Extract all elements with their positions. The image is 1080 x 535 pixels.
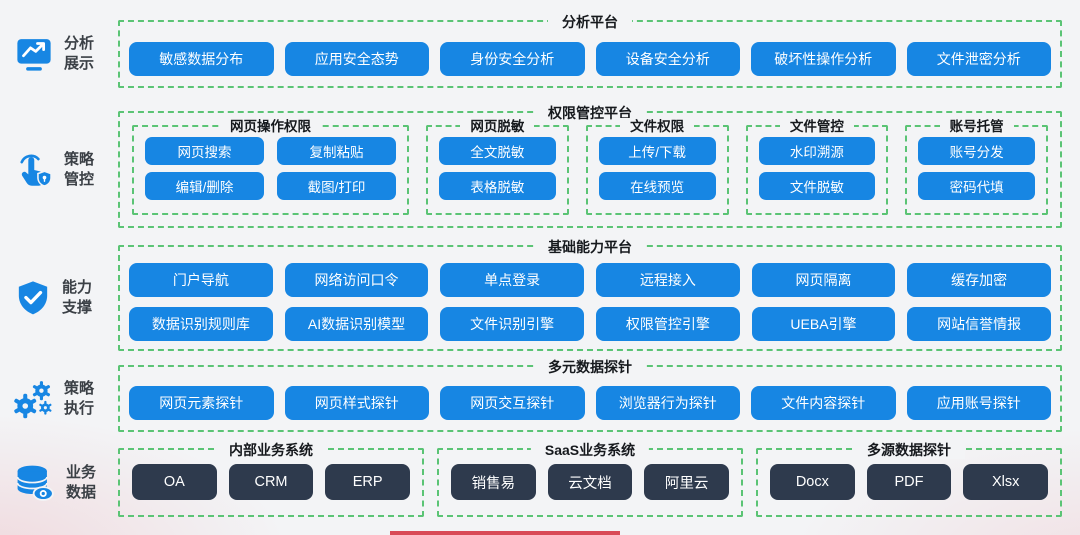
analysis-platform-box: 分析平台 敏感数据分布 应用安全态势 身份安全分析 设备安全分析 破坏性操作分析…: [118, 13, 1062, 88]
block-oa: OA: [132, 464, 217, 500]
block-online-preview: 在线预览: [598, 172, 716, 200]
block-web-element-probe: 网页元素探针: [129, 386, 274, 420]
block-web-isolation: 网页隔离: [751, 263, 896, 297]
sidebar-item-business-data: 业务数据: [0, 448, 118, 517]
sidebar-item-analysis-display: 分析展示: [0, 20, 118, 88]
block-table-masking: 表格脱敏: [439, 172, 556, 200]
analysis-platform-title: 分析平台: [548, 13, 632, 31]
sidebar-label-policy-execution: 策略执行: [64, 379, 95, 417]
group-file-control: 文件管控 水印溯源 文件脱敏: [745, 118, 889, 215]
block-ueba-engine: UEBA引擎: [751, 307, 896, 341]
block-crm: CRM: [228, 464, 314, 500]
multisource-data-probe-box: 多源数据探针 Docx PDF Xlsx: [756, 441, 1062, 517]
block-file-content-probe: 文件内容探针: [751, 386, 896, 420]
permission-row: 策略管控 权限管控平台 网页操作权限 网页搜索 复制粘贴 编辑/删除 截图/打印…: [0, 104, 1080, 228]
block-erp: ERP: [325, 464, 411, 500]
block-permission-control-engine: 权限管控引擎: [596, 307, 740, 341]
capability-row: 能力支撑 基础能力平台 门户导航 网络访问口令 单点登录 远程接入 网页隔离 缓…: [0, 238, 1080, 351]
probe-row: 策略执行 多元数据探针 网页元素探针 网页样式探针 网页交互探针 浏览器行为探针…: [0, 358, 1080, 432]
multisource-data-probe-title: 多源数据探针: [853, 441, 965, 459]
group-account-hosting: 账号托管 账号分发 密码代填: [905, 118, 1049, 215]
sidebar-label-analysis-display: 分析展示: [64, 35, 95, 72]
block-web-interaction-probe: 网页交互探针: [440, 386, 585, 420]
internal-business-systems-title: 内部业务系统: [215, 441, 327, 459]
block-pdf: PDF: [866, 464, 952, 500]
touch-shield-icon: [20, 154, 52, 187]
block-identity-security-analysis: 身份安全分析: [440, 42, 585, 76]
block-file-leak-analysis: 文件泄密分析: [906, 42, 1051, 76]
block-upload-download: 上传/下载: [598, 137, 716, 165]
block-file-recognition-engine: 文件识别引擎: [440, 307, 584, 341]
block-xlsx: Xlsx: [963, 464, 1049, 500]
data-row: 业务数据 内部业务系统 OA CRM ERP SaaS业务系统 销售易 云文档 …: [0, 441, 1080, 517]
block-portal-navigation: 门户导航: [129, 263, 273, 297]
block-xiaoshouyi: 销售易: [451, 464, 536, 500]
block-edit-delete: 编辑/删除: [145, 172, 264, 200]
sidebar-item-capability-support: 能力支撑: [0, 245, 118, 351]
block-cloud-docs: 云文档: [547, 464, 633, 500]
block-remote-access: 远程接入: [596, 263, 740, 297]
block-file-masking: 文件脱敏: [758, 172, 876, 200]
block-web-style-probe: 网页样式探针: [284, 386, 429, 420]
capability-platform-title: 基础能力平台: [534, 238, 646, 256]
shield-check-icon: [18, 281, 48, 315]
block-app-account-probe: 应用账号探针: [906, 386, 1051, 420]
group-file-permission: 文件权限 上传/下载 在线预览: [585, 118, 729, 215]
probe-platform-box: 多元数据探针 网页元素探针 网页样式探针 网页交互探针 浏览器行为探针 文件内容…: [118, 358, 1062, 432]
block-app-security-posture: 应用安全态势: [284, 42, 429, 76]
block-device-security-analysis: 设备安全分析: [595, 42, 740, 76]
sidebar-label-policy-control: 策略管控: [64, 150, 95, 188]
analysis-row: 分析展示 分析平台 敏感数据分布 应用安全态势 身份安全分析 设备安全分析 破坏…: [0, 13, 1080, 88]
block-docx: Docx: [770, 464, 855, 500]
sidebar-item-policy-control: 策略管控: [0, 111, 118, 228]
block-web-search: 网页搜索: [145, 137, 264, 165]
block-password-autofill: 密码代填: [918, 172, 1036, 200]
group-web-operation-permission: 网页操作权限 网页搜索 复制粘贴 编辑/删除 截图/打印: [132, 118, 410, 215]
block-account-distribution: 账号分发: [918, 137, 1036, 165]
saas-business-systems-box: SaaS业务系统 销售易 云文档 阿里云: [437, 441, 743, 517]
block-copy-paste: 复制粘贴: [277, 137, 397, 165]
block-screenshot-print: 截图/打印: [277, 172, 397, 200]
block-watermark-trace: 水印溯源: [758, 137, 876, 165]
gears-icon: [13, 380, 52, 418]
block-fulltext-masking: 全文脱敏: [439, 137, 556, 165]
internal-business-systems-box: 内部业务系统 OA CRM ERP: [118, 441, 424, 517]
permission-platform-box: 权限管控平台 网页操作权限 网页搜索 复制粘贴 编辑/删除 截图/打印 网页脱敏…: [118, 104, 1062, 228]
saas-business-systems-title: SaaS业务系统: [530, 441, 650, 459]
block-cache-encryption: 缓存加密: [907, 263, 1051, 297]
block-browser-behavior-probe: 浏览器行为探针: [595, 386, 740, 420]
bottom-accent-bar: [390, 531, 620, 535]
group-web-masking: 网页脱敏 全文脱敏 表格脱敏: [426, 118, 569, 215]
capability-platform-box: 基础能力平台 门户导航 网络访问口令 单点登录 远程接入 网页隔离 缓存加密 数…: [118, 238, 1062, 351]
monitor-chart-icon: [17, 39, 51, 71]
database-eye-icon: [16, 465, 54, 501]
block-destructive-operation-analysis: 破坏性操作分析: [751, 42, 896, 76]
block-data-recognition-rules: 数据识别规则库: [129, 307, 273, 341]
permission-platform-title: 权限管控平台: [534, 104, 646, 122]
sidebar-label-capability-support: 能力支撑: [62, 279, 93, 316]
sidebar-label-business-data: 业务数据: [66, 463, 97, 501]
sidebar-item-policy-execution: 策略执行: [0, 365, 118, 432]
block-ai-data-recognition-model: AI数据识别模型: [284, 307, 429, 341]
block-aliyun: 阿里云: [644, 464, 730, 500]
block-website-reputation-intel: 网站信誉情报: [907, 307, 1051, 341]
probe-platform-title: 多元数据探针: [534, 358, 646, 376]
block-single-sign-on: 单点登录: [440, 263, 584, 297]
block-sensitive-data-distribution: 敏感数据分布: [129, 42, 274, 76]
block-network-access-password: 网络访问口令: [284, 263, 429, 297]
